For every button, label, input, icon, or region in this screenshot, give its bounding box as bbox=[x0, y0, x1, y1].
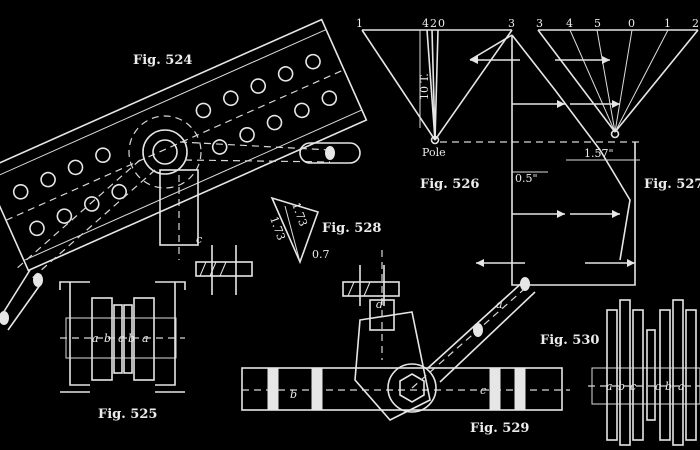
fig-526-top-1: 1 bbox=[356, 17, 363, 30]
fig-528-value-3: 0.7 bbox=[312, 248, 330, 261]
fig-530-drawing: a b c c b a Fig. 530 bbox=[540, 299, 700, 446]
fig-527-top-2: 2 bbox=[692, 17, 699, 30]
fig-530-plate-b: b bbox=[618, 380, 625, 393]
fig-526-dimension: 0.5" bbox=[515, 172, 538, 185]
fig-527-caption: Fig. 527 bbox=[644, 177, 700, 192]
label-d: d bbox=[376, 298, 383, 311]
label-b: b bbox=[290, 388, 297, 401]
fig-527-top-0: 0 bbox=[628, 17, 635, 30]
fig-524-caption: Fig. 524 bbox=[133, 53, 192, 68]
fig-526-top-4: 4 bbox=[422, 17, 429, 30]
fig-528-drawing: 1.73 1.73 0.7 Fig. 528 bbox=[267, 196, 381, 265]
fig-526-caption: Fig. 526 bbox=[420, 177, 479, 192]
fig-526-drawing: 10 T. 1 4 2 0 3 Pole Fig. 526 bbox=[356, 17, 640, 192]
fig-525-plate-b2: b bbox=[128, 332, 135, 345]
fig-526-top-3: 3 bbox=[508, 17, 515, 30]
fig-530-plate-c: c bbox=[630, 380, 636, 393]
fig-524-drawing: c Fig. 524 bbox=[0, 18, 368, 331]
force-arrows bbox=[470, 56, 635, 267]
pin-circle bbox=[142, 129, 188, 175]
fig-528-value-1: 1.73 bbox=[289, 201, 310, 228]
fig-529-caption: Fig. 529 bbox=[470, 421, 529, 436]
fig-525-plate-a2: a bbox=[142, 332, 149, 345]
fig-526-top-0: 0 bbox=[438, 17, 445, 30]
fig-530-plate-b2: b bbox=[665, 380, 672, 393]
fig-527-top-3: 3 bbox=[536, 17, 543, 30]
fig-527-drawing: 3 4 5 0 1 2 1.57" 0.5" Fig. 527 bbox=[469, 17, 700, 286]
hanger-section-529 bbox=[342, 265, 400, 306]
pole-label: Pole bbox=[422, 146, 446, 159]
label-a: a bbox=[496, 298, 503, 311]
eyebar-lower bbox=[0, 159, 156, 331]
fig-528-value-2: 1.73 bbox=[267, 215, 288, 242]
rivet-holes bbox=[12, 53, 338, 237]
fig-530-caption: Fig. 530 bbox=[540, 333, 599, 348]
fig-525-plate-a: a bbox=[92, 332, 99, 345]
fig-530-plate-a: a bbox=[606, 380, 613, 393]
eyebar-upper bbox=[179, 141, 361, 164]
fig-525-caption: Fig. 525 bbox=[98, 407, 157, 422]
fig-525-plate-b: b bbox=[104, 332, 111, 345]
fig-527-top-1: 1 bbox=[664, 17, 671, 30]
fig-527-top-4: 4 bbox=[566, 17, 573, 30]
fig-527-dimension: 1.57" bbox=[584, 147, 614, 160]
fig-529-drawing: b c a d Fig. 529 bbox=[241, 250, 570, 436]
fig-527-top-5: 5 bbox=[594, 17, 601, 30]
fig-525-plate-c: c bbox=[118, 332, 124, 345]
fig-525-drawing: a b c b a Fig. 525 bbox=[59, 281, 186, 422]
label-c: c bbox=[196, 233, 202, 246]
fig-530-plate-a2: a bbox=[678, 380, 685, 393]
fig-530-plate-c2: c bbox=[655, 380, 661, 393]
fig-526-top-2: 2 bbox=[430, 17, 437, 30]
fig-528-caption: Fig. 528 bbox=[322, 221, 381, 236]
label-c-529: c bbox=[480, 384, 486, 397]
hanger-plate bbox=[159, 169, 199, 246]
hanger-section bbox=[195, 245, 253, 295]
load-label: 10 T. bbox=[418, 73, 431, 100]
